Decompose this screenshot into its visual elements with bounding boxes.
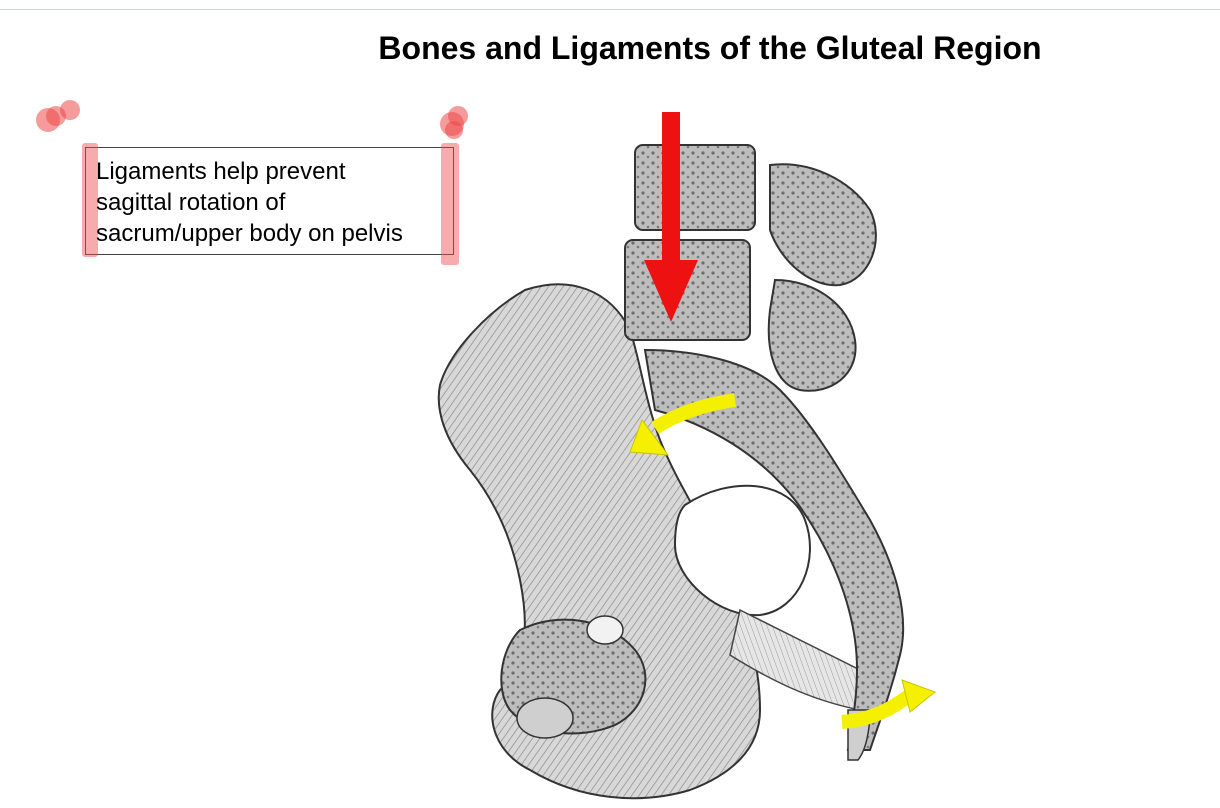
slide-title: Bones and Ligaments of the Gluteal Regio… bbox=[378, 30, 1042, 66]
highlight-bar-left bbox=[82, 143, 98, 257]
top-divider bbox=[0, 9, 1220, 10]
note-textbox[interactable] bbox=[85, 147, 454, 255]
greater-sciatic-foramen bbox=[673, 484, 811, 617]
highlight-bar-right bbox=[441, 143, 459, 265]
red-down-arrow bbox=[644, 112, 698, 322]
pelvis-illustration bbox=[437, 112, 937, 800]
yellow-curved-arrow-upper bbox=[629, 393, 737, 456]
acetabulum bbox=[516, 697, 574, 739]
note-line: sacrum/upper body on pelvis bbox=[96, 220, 403, 247]
yellow-curved-arrow-lower bbox=[841, 679, 937, 729]
note-line: Ligaments help prevent bbox=[96, 158, 346, 185]
highlight-mark-left bbox=[36, 100, 80, 132]
note-line: sagittal rotation of bbox=[96, 189, 286, 216]
note-text: Ligaments help prevent sagittal rotation… bbox=[96, 156, 456, 249]
highlight-mark-right bbox=[440, 106, 468, 139]
obturator-foramen bbox=[586, 615, 624, 645]
